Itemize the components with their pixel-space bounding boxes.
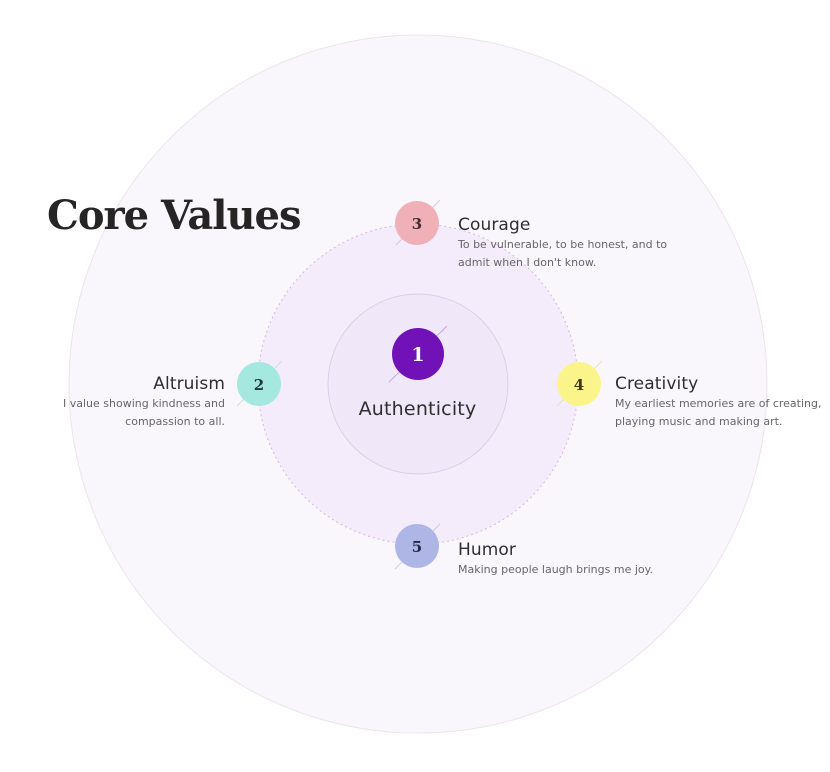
badge-number-courage: 3 [412,215,422,233]
value-desc-creativity-line1: My earliest memories are of creating, [615,397,822,410]
badge-creativity: 4 [556,360,603,407]
value-label-humor: Humor [458,540,517,560]
value-label-courage: Courage [458,215,531,235]
value-desc-courage-line1: To be vulnerable, to be honest, and to [458,238,668,251]
badge-number-humor: 5 [412,538,422,556]
value-creativity: Creativity My earliest memories are of c… [615,373,822,431]
badge-circle-courage [395,201,439,245]
badge-circle-authenticity [392,328,444,380]
badge-courage: 3 [395,199,441,246]
page-title: Core Values [47,192,301,239]
badge-altruism: 2 [236,360,283,407]
value-desc-humor-line1: Making people laugh brings me joy. [458,563,654,576]
value-desc-courage-line2: admit when I don't know. [458,256,597,269]
value-desc-altruism-line1: I value showing kindness and [63,397,225,410]
badge-number-altruism: 2 [254,376,264,394]
badge-circle-altruism [237,362,281,406]
value-altruism: Altruism I value showing kindness and co… [63,373,225,431]
center-value-label: Authenticity [358,398,477,420]
value-courage: Courage To be vulnerable, to be honest, … [458,214,667,272]
inner-ring [327,293,509,475]
badge-circle-creativity [557,362,601,406]
badge-number-authenticity: 1 [411,344,424,366]
badge-number-creativity: 4 [574,376,584,394]
value-desc-creativity-line2: playing music and making art. [615,415,783,428]
badge-authenticity: 1 [388,325,448,383]
badge-circle-humor [395,524,439,568]
value-desc-altruism-line2: compassion to all. [125,415,225,428]
value-humor: Humor Making people laugh brings me joy. [458,539,653,579]
value-label-creativity: Creativity [615,374,699,394]
value-label-altruism: Altruism [153,374,225,394]
badge-humor: 5 [394,523,441,570]
